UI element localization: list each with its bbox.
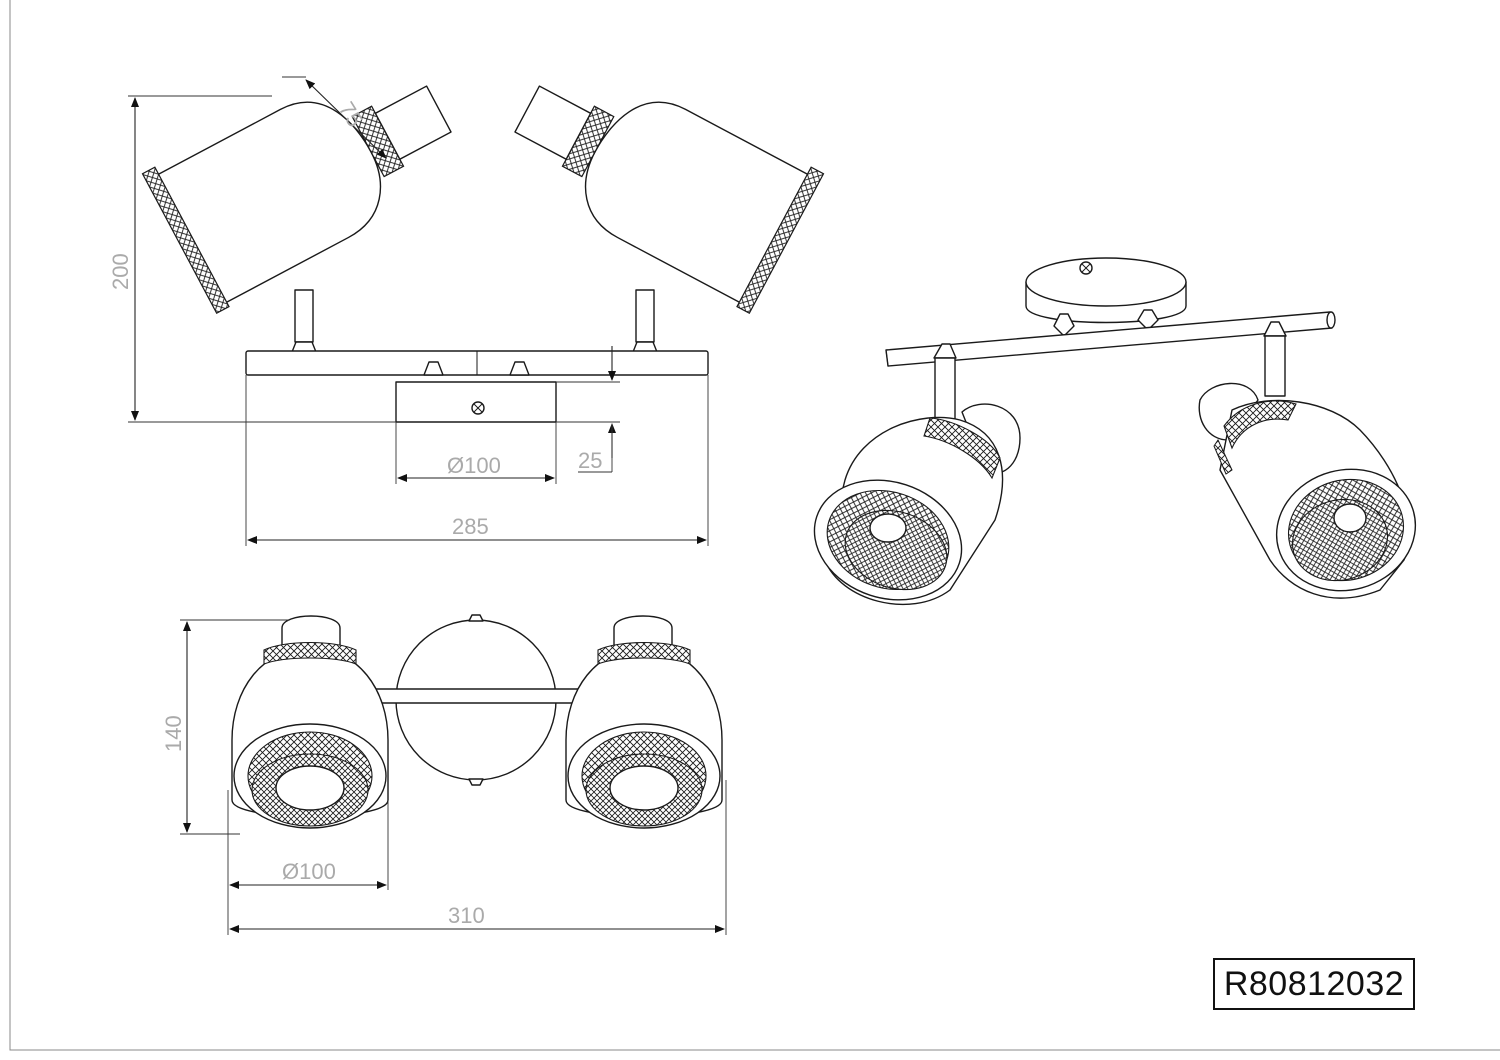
dim-base-diameter: Ø100 <box>447 453 501 478</box>
front-view: 75 200 Ø100 25 285 <box>108 76 825 546</box>
top-view: 140 Ø100 310 <box>161 614 727 935</box>
front-right-shade <box>514 85 825 315</box>
dim-overall-height: 200 <box>108 253 133 290</box>
front-left-shade <box>141 85 452 315</box>
perspective-canopy <box>1025 257 1187 307</box>
perspective-right-shade <box>1198 382 1417 599</box>
top-left-shade <box>231 615 389 829</box>
dim-bar-length: 285 <box>452 514 489 539</box>
top-right-shade <box>565 615 723 829</box>
dim-base-height: 25 <box>578 448 602 473</box>
dim-shade-diameter: Ø100 <box>282 859 336 884</box>
sheet-border <box>9 0 1500 1051</box>
dim-depth: 140 <box>161 715 186 752</box>
dim-overall-width: 310 <box>448 903 485 928</box>
part-number-label: R80812032 <box>1213 958 1415 1010</box>
perspective-left-shade <box>813 403 1021 606</box>
perspective-view <box>813 257 1417 606</box>
